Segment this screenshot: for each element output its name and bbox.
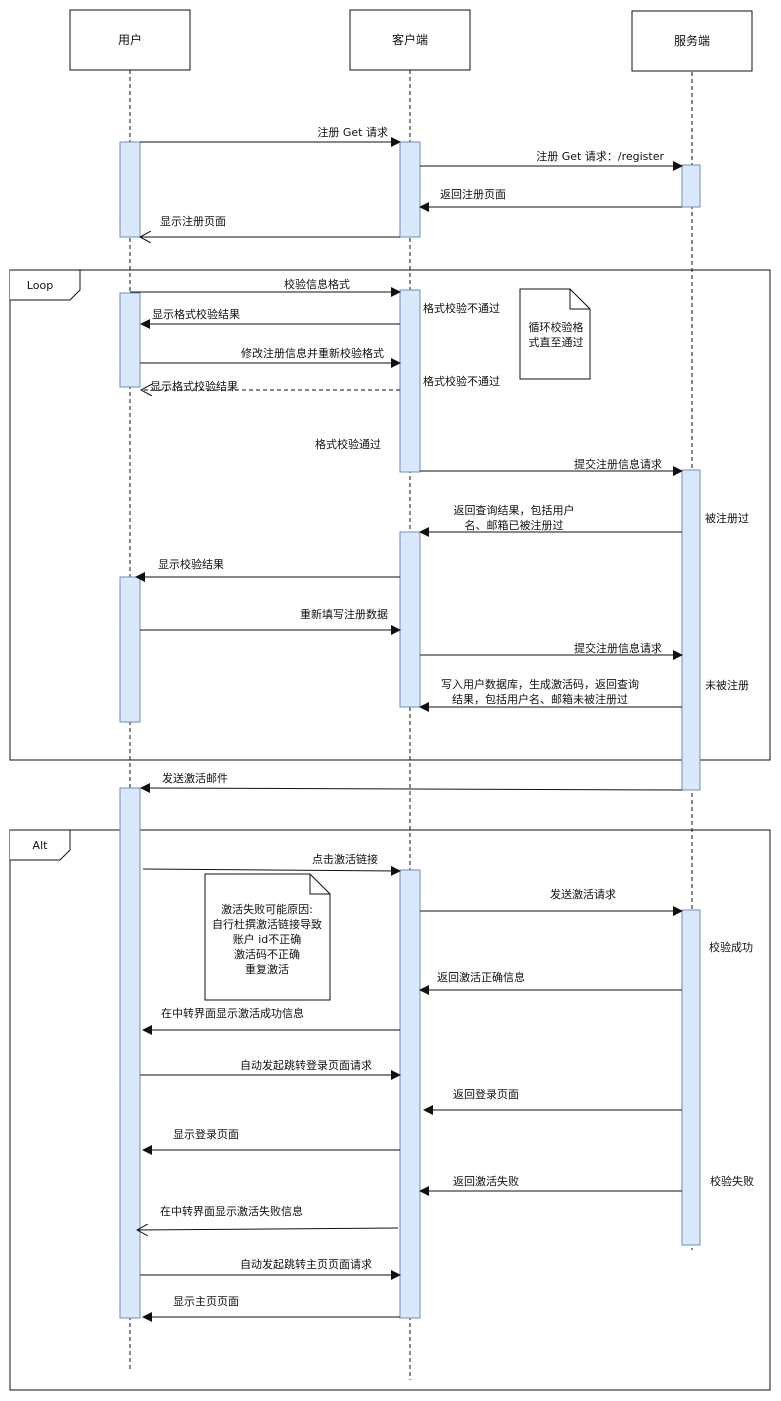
message-9: 提交注册信息请求 (420, 457, 683, 476)
note-alt-line-2: 自行杜撰激活链接导致 (212, 917, 322, 931)
message-6: 显示格式校验结果 (140, 307, 400, 329)
message-15-label: 发送激活邮件 (162, 771, 228, 785)
activation-user-1 (119, 141, 141, 238)
activation-client-1 (399, 141, 421, 238)
activation-server-3 (681, 909, 701, 1246)
note-alt-line-5: 重复激活 (245, 962, 289, 976)
note-loop: 循环校验格 式直至通过 (519, 288, 591, 380)
message-19-label: 在中转界面显示激活成功信息 (161, 1006, 304, 1020)
message-5-label: 校验信息格式 (284, 277, 350, 291)
activation-user-2 (119, 292, 141, 388)
message-16-label: 点击激活链接 (312, 852, 378, 866)
message-18-label: 返回激活正确信息 (437, 970, 525, 984)
message-2: 注册 Get 请求：/register (420, 149, 683, 171)
activation-user-4 (119, 787, 141, 1319)
participant-client-label: 客户端 (392, 32, 428, 47)
message-14: 写入用户数据库，生成激活码，返回查询 结果，包括用户名、邮箱未被注册过 (419, 677, 682, 712)
activation-client-4 (399, 869, 421, 1319)
message-6-label: 显示格式校验结果 (152, 307, 240, 321)
message-22-label: 显示登录页面 (173, 1127, 239, 1141)
message-19: 在中转界面显示激活成功信息 (142, 1006, 400, 1035)
message-8: 显示格式校验结果 (141, 379, 400, 393)
message-24-label: 在中转界面显示激活失败信息 (160, 1204, 303, 1218)
side-label-registered: 被注册过 (705, 511, 749, 525)
alt-frame: Alt (9, 829, 771, 1391)
message-14-label-line-1: 写入用户数据库，生成激活码，返回查询 (441, 677, 639, 691)
participant-user: 用户 (69, 9, 191, 71)
loop-frame: Loop (9, 269, 771, 761)
message-11-label: 显示校验结果 (158, 557, 224, 571)
message-22: 显示登录页面 (142, 1127, 400, 1155)
message-18: 返回激活正确信息 (419, 970, 682, 995)
side-label-format-fail-1: 格式校验不通过 (423, 301, 500, 315)
message-21-label: 返回登录页面 (453, 1087, 519, 1101)
message-20-label: 自动发起跳转登录页面请求 (240, 1058, 372, 1072)
message-11: 显示校验结果 (135, 557, 400, 582)
side-label-not-registered: 未被注册 (705, 678, 749, 692)
message-25-label: 自动发起跳转主页页面请求 (240, 1257, 372, 1271)
message-25: 自动发起跳转主页页面请求 (140, 1257, 401, 1280)
message-7: 修改注册信息并重新校验格式 (140, 346, 401, 368)
participant-server: 服务端 (631, 10, 753, 72)
message-8-label: 显示格式校验结果 (150, 379, 238, 393)
message-21: 返回登录页面 (423, 1087, 682, 1115)
message-10-label-line-2: 名、邮箱已被注册过 (465, 518, 564, 532)
activation-bars (119, 141, 701, 1319)
note-alt-line-1: 激活失败可能原因: (221, 902, 313, 916)
note-alt-line-3: 账户 id不正确 (233, 932, 302, 946)
message-13-label: 提交注册信息请求 (574, 641, 662, 655)
message-1-label: 注册 Get 请求 (317, 125, 388, 139)
message-15: 发送激活邮件 (140, 771, 683, 794)
note-alt: 激活失败可能原因: 自行杜撰激活链接导致 账户 id不正确 激活码不正确 重复激… (204, 873, 331, 1001)
activation-server-1 (681, 164, 701, 208)
message-17: 发送激活请求 (420, 887, 683, 916)
message-14-label-line-2: 结果，包括用户名、邮箱未被注册过 (452, 692, 628, 706)
message-10-label-line-1: 返回查询结果，包括用户 (454, 503, 575, 517)
message-16: 点击激活链接 (142, 852, 401, 876)
activation-server-2 (681, 469, 701, 791)
loop-frame-label: Loop (27, 279, 53, 292)
alt-frame-label: Alt (33, 839, 49, 852)
note-loop-line-1: 循环校验格 (529, 320, 584, 334)
side-label-format-fail-2: 格式校验不通过 (423, 374, 500, 388)
message-4-label: 显示注册页面 (160, 214, 226, 228)
message-7-label: 修改注册信息并重新校验格式 (241, 346, 384, 360)
message-23: 返回激活失败 (419, 1174, 682, 1196)
participant-user-label: 用户 (118, 32, 142, 47)
message-3: 返回注册页面 (419, 187, 682, 212)
side-label-format-pass: 格式校验通过 (315, 437, 381, 451)
message-26: 显示主页页面 (142, 1295, 400, 1322)
message-17-label: 发送激活请求 (550, 887, 616, 901)
message-4: 显示注册页面 (140, 214, 400, 237)
participant-server-label: 服务端 (674, 33, 710, 48)
message-9-label: 提交注册信息请求 (574, 457, 662, 471)
activation-client-2 (399, 289, 421, 473)
note-alt-line-4: 激活码不正确 (234, 947, 300, 961)
message-26-label: 显示主页页面 (173, 1295, 239, 1308)
note-loop-line-2: 式直至通过 (529, 335, 584, 349)
message-1: 注册 Get 请求 (140, 125, 401, 147)
message-12-label: 重新填写注册数据 (300, 607, 388, 621)
message-10: 返回查询结果，包括用户 名、邮箱已被注册过 (419, 503, 682, 537)
side-label-verify-success: 校验成功 (709, 940, 753, 954)
activation-user-3 (119, 576, 141, 723)
side-label-verify-fail: 校验失败 (710, 1174, 754, 1188)
message-12: 重新填写注册数据 (140, 607, 401, 635)
message-5: 校验信息格式 (130, 277, 401, 297)
message-3-label: 返回注册页面 (440, 187, 506, 201)
participant-client: 客户端 (349, 9, 471, 71)
activation-client-3 (399, 531, 421, 708)
message-2-label: 注册 Get 请求：/register (536, 149, 664, 163)
message-20: 自动发起跳转登录页面请求 (140, 1058, 401, 1080)
message-24: 在中转界面显示激活失败信息 (137, 1204, 399, 1230)
message-23-label: 返回激活失败 (453, 1174, 519, 1188)
message-13: 提交注册信息请求 (420, 641, 683, 660)
